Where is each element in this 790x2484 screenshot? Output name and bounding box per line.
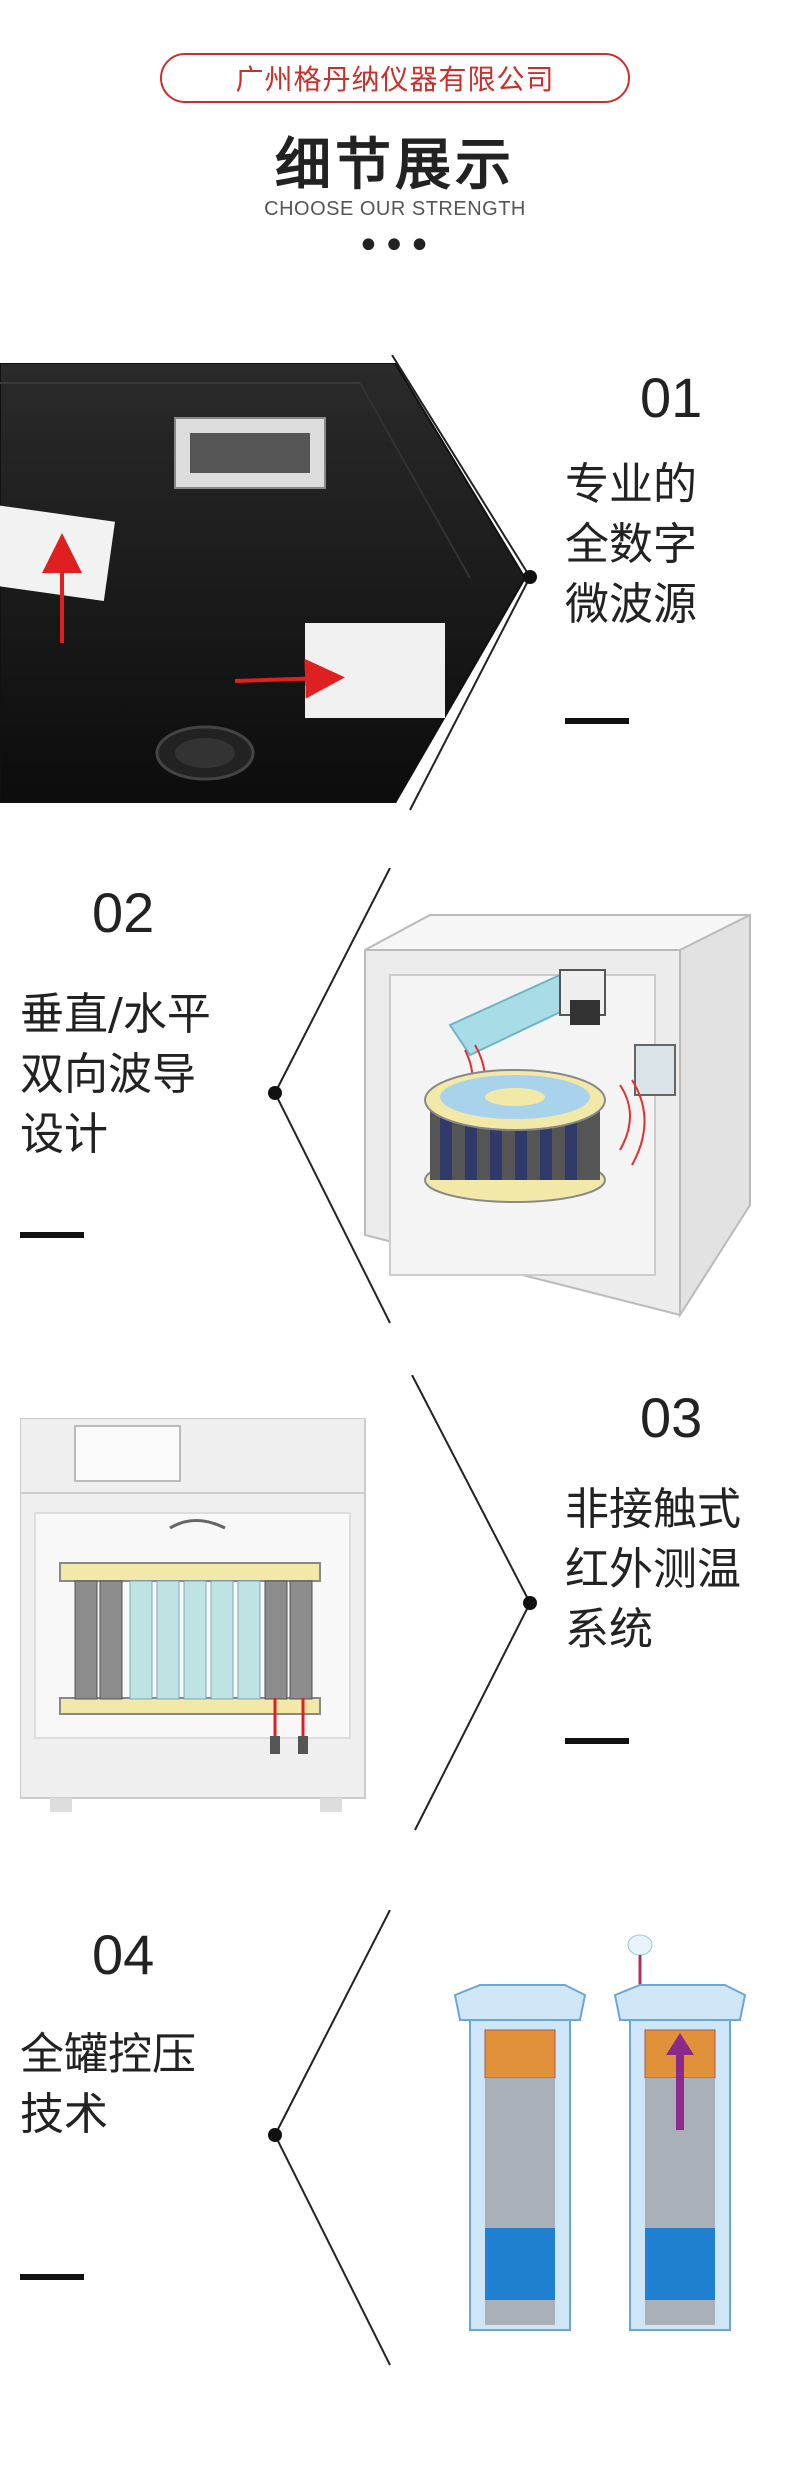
feature-02-title: 垂直/水平 双向波导 设计: [20, 985, 211, 1165]
feature-02-line-3: 设计: [20, 1109, 108, 1160]
feature-03-line-3: 系统: [565, 1604, 653, 1655]
feature-02-image: [350, 905, 770, 1325]
feature-04-title: 全罐控压 技术: [20, 2025, 196, 2145]
page-title: 细节展示: [275, 133, 515, 198]
feature-02-line-2: 双向波导: [20, 1049, 196, 1100]
feature-02-number: 02: [92, 881, 155, 944]
feature-02-line-1: 垂直/水平: [20, 989, 211, 1040]
page-subtitle: CHOOSE OUR STRENGTH: [264, 198, 526, 220]
feature-03-title: 非接触式 红外测温 系统: [565, 1480, 741, 1660]
feature-04-line-1: 全罐控压: [20, 2029, 196, 2080]
feature-04-number: 04: [92, 1923, 155, 1986]
feature-01-divider: [390, 355, 540, 815]
feature-04-line-2: 技术: [20, 2089, 108, 2140]
feature-03-line-2: 红外测温: [565, 1544, 741, 1595]
feature-03-number: 03: [640, 1386, 703, 1449]
feature-01-image: [0, 363, 530, 803]
company-name-badge: 广州格丹纳仪器有限公司: [160, 53, 630, 103]
feature-01-accent-bar: [565, 718, 629, 724]
feature-01-line-2: 全数字: [565, 519, 697, 570]
feature-04-image: [440, 1925, 760, 2335]
feature-04-accent-bar: [20, 2274, 84, 2280]
feature-03-divider: [410, 1375, 540, 1835]
feature-01-line-3: 微波源: [565, 579, 697, 630]
feature-03-accent-bar: [565, 1738, 629, 1744]
feature-01-title: 专业的 全数字 微波源: [565, 455, 697, 635]
decorative-dots: •••: [356, 223, 434, 269]
feature-02-divider: [265, 868, 395, 1328]
feature-01-line-1: 专业的: [565, 459, 697, 510]
feature-02-accent-bar: [20, 1232, 84, 1238]
feature-04-divider: [265, 1910, 395, 2370]
feature-01-number: 01: [640, 366, 703, 429]
feature-03-image: [20, 1418, 370, 1818]
feature-03-line-1: 非接触式: [565, 1484, 741, 1535]
